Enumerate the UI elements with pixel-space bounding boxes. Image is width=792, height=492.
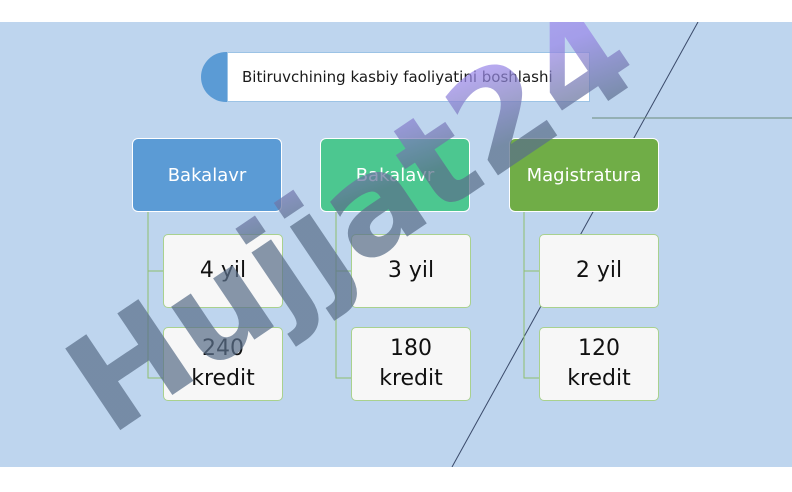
slide-canvas: Bitiruvchining kasbiy faoliyatini boshla… [0, 22, 792, 467]
diagram-title: Bitiruvchining kasbiy faoliyatini boshla… [227, 52, 590, 102]
header-magistratura: Magistratura [509, 138, 659, 212]
header-label: Bakalavr [167, 164, 247, 186]
header-label: Bakalavr [355, 164, 435, 186]
header-bakalavr-3: Bakalavr [320, 138, 470, 212]
duration-box: 4 yil [163, 234, 283, 308]
duration-box: 3 yil [351, 234, 471, 308]
header-bakalavr-4: Bakalavr [132, 138, 282, 212]
connector-lines [147, 212, 540, 379]
duration-box: 2 yil [539, 234, 659, 308]
header-label: Magistratura [526, 164, 642, 186]
